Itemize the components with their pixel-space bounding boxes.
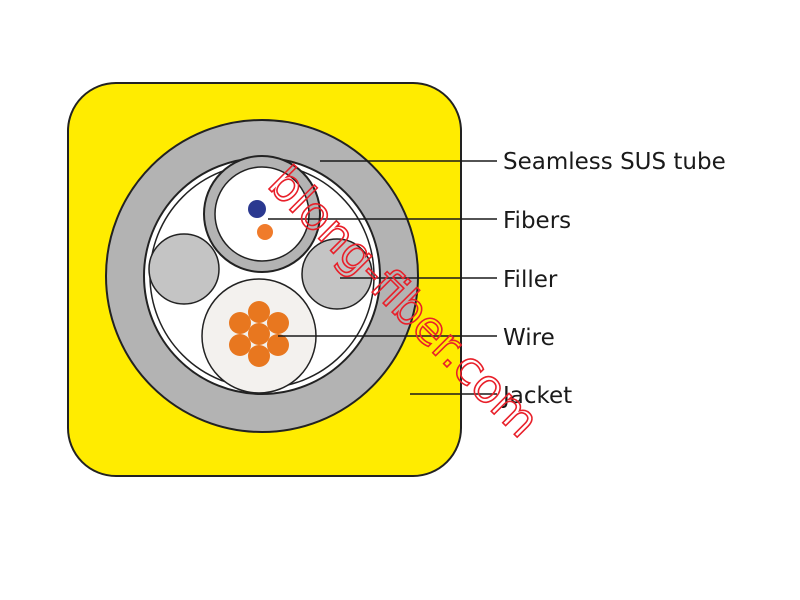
wire-strand	[229, 312, 251, 334]
filler-left	[148, 233, 220, 305]
label-filler: Filler	[503, 267, 558, 293]
label-sus-tube: Seamless SUS tube	[503, 149, 726, 175]
fiber-orange	[257, 224, 273, 240]
wire-strand	[229, 334, 251, 356]
fiber-blue	[248, 200, 266, 218]
wire-strand	[267, 312, 289, 334]
label-fibers: Fibers	[503, 208, 571, 234]
filler-right	[301, 238, 373, 310]
label-wire: Wire	[503, 325, 555, 351]
label-jacket: Jacket	[501, 383, 572, 409]
wire-strands	[229, 301, 289, 367]
wire-strand	[248, 301, 270, 323]
wire-strand	[267, 334, 289, 356]
wire-strand	[248, 323, 270, 345]
wire-strand	[248, 345, 270, 367]
